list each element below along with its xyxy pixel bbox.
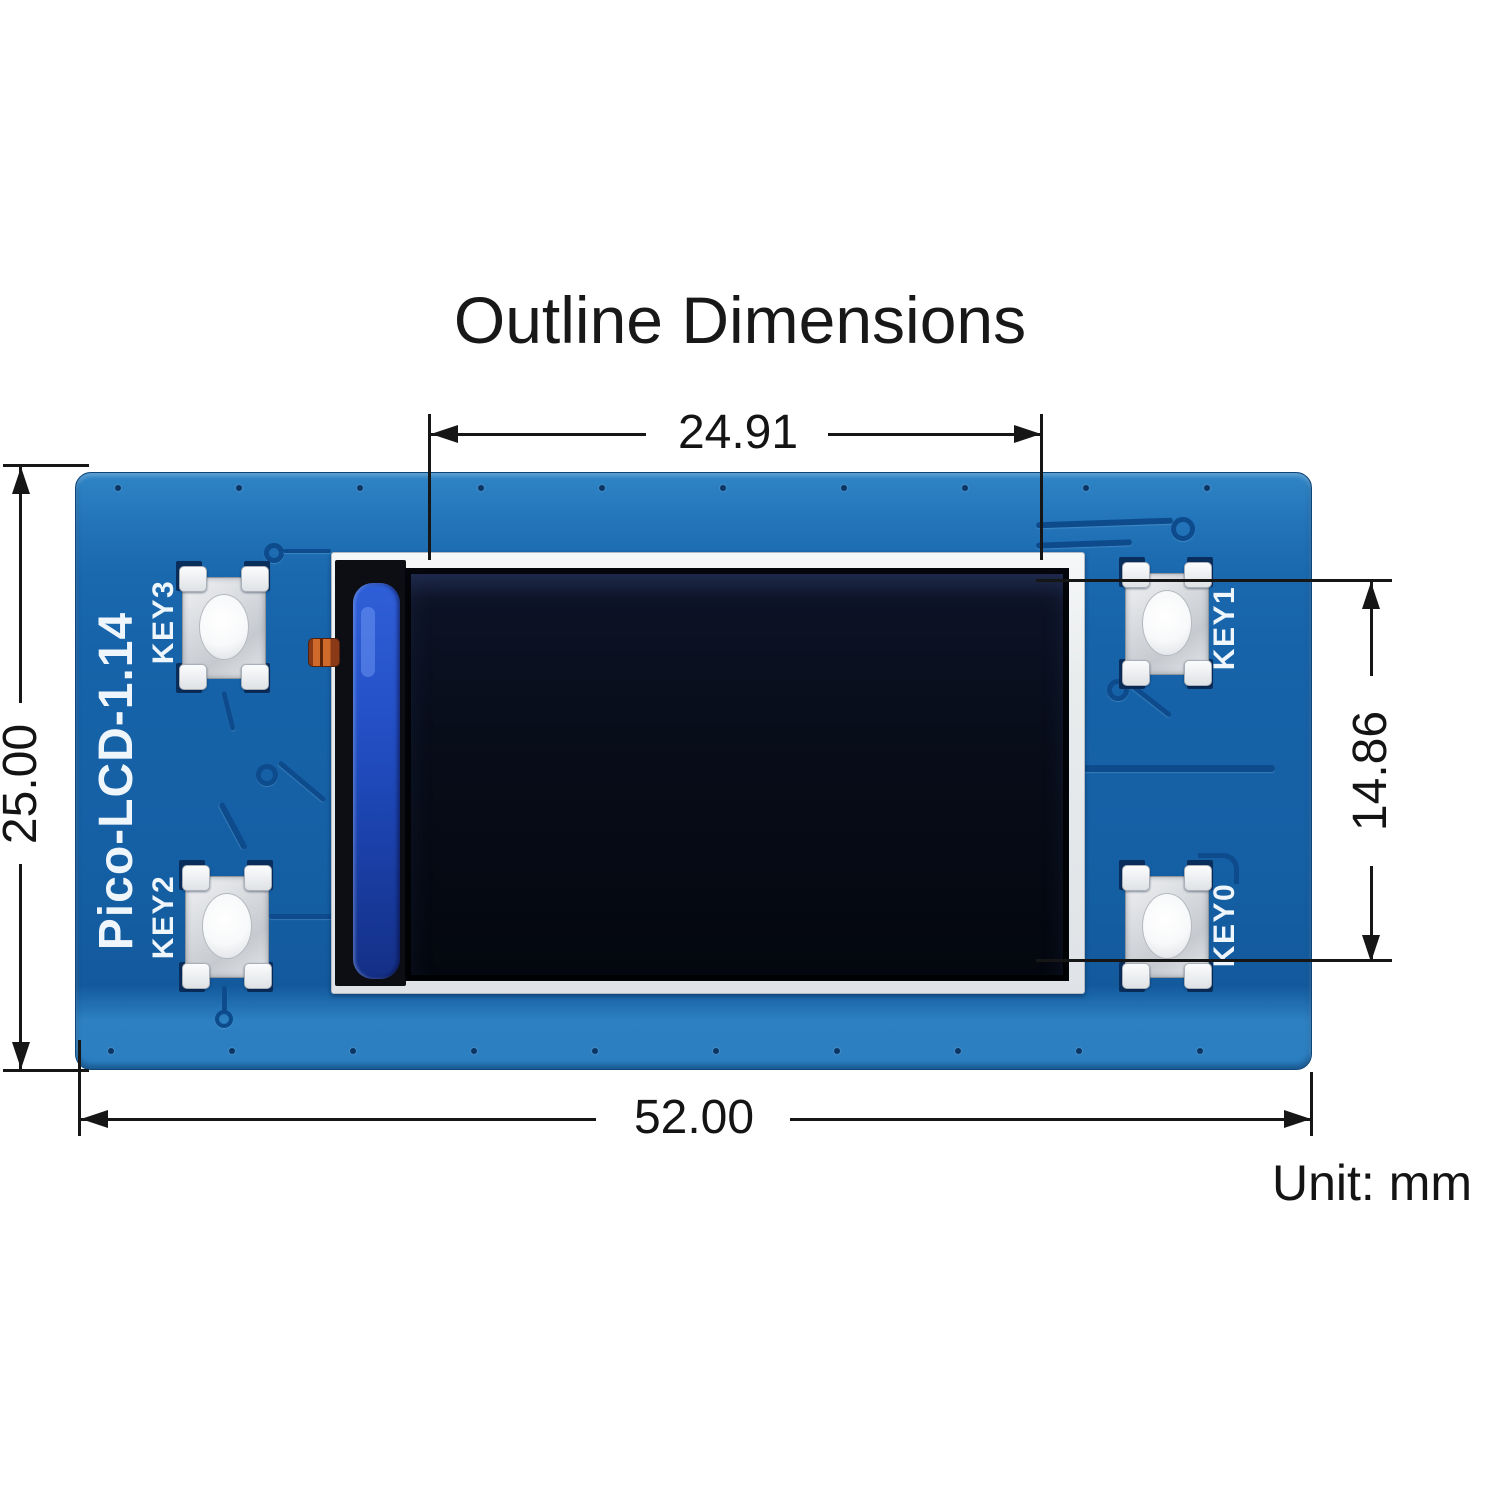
via-pad [264, 543, 284, 563]
arrowhead-left-icon [431, 425, 458, 443]
witness-line [1040, 414, 1043, 560]
unit-label: Unit: mm [1272, 1155, 1472, 1211]
switch-leg [1122, 660, 1150, 686]
extension-line [3, 464, 89, 467]
arrowhead-right-icon [1014, 425, 1041, 443]
switch-leg [1184, 963, 1212, 989]
switch-leg [179, 664, 207, 690]
copper-trace-hook [1198, 853, 1239, 884]
arrowhead-up-icon [1362, 582, 1380, 609]
tactile-button-key3 [175, 561, 271, 693]
copper-trace [218, 801, 248, 851]
switch-leg [244, 963, 272, 989]
key2-label: KEY2 [147, 874, 180, 960]
via-pad [1171, 517, 1195, 541]
dimension-line-bottom [790, 1118, 1311, 1121]
switch-leg [244, 865, 272, 891]
switch-leg [241, 566, 269, 592]
board-width-value: 52.00 [633, 1091, 755, 1144]
switch-leg [241, 664, 269, 690]
switch-leg [182, 865, 210, 891]
dimension-line-left [19, 467, 22, 703]
switch-cap [1142, 590, 1192, 656]
copper-trace [1035, 517, 1174, 529]
switch-leg [1122, 865, 1150, 891]
fpc-highlight [361, 607, 375, 677]
switch-leg [179, 566, 207, 592]
board-height-value: 25.00 [0, 723, 47, 845]
switch-leg [1184, 865, 1212, 891]
tactile-button-key2 [178, 860, 274, 992]
diagram-title: Outline Dimensions [453, 283, 1027, 357]
copper-trace [1035, 539, 1133, 549]
smd-component [308, 638, 340, 667]
tactile-button-key0 [1118, 860, 1214, 992]
switch-leg [1122, 562, 1150, 588]
copper-trace [221, 690, 236, 732]
extension-line [1036, 579, 1392, 582]
arrowhead-down-icon [1362, 935, 1380, 962]
switch-leg [1184, 562, 1212, 588]
pin-holes-top-row [111, 481, 1281, 495]
dimension-line-right [1370, 582, 1373, 676]
extension-line [1036, 959, 1392, 962]
dimension-line-right [1370, 866, 1373, 962]
copper-trace [269, 914, 333, 919]
copper-trace [277, 760, 327, 803]
pcb-board: Pico-LCD-1.14 [75, 472, 1312, 1070]
copper-trace [1053, 765, 1275, 772]
witness-line [78, 1040, 81, 1136]
via-pad [215, 1010, 233, 1028]
lcd-module [308, 552, 1085, 994]
via-pad [1107, 679, 1129, 701]
dimension-line-top [828, 433, 1041, 436]
switch-cap [202, 893, 252, 959]
extension-line [3, 1069, 89, 1072]
lcd-screen [405, 568, 1069, 981]
fpc-ribbon [353, 583, 400, 979]
arrowhead-down-icon [12, 1042, 30, 1069]
key0-label: KEY0 [1208, 882, 1241, 968]
key1-label: KEY1 [1208, 585, 1241, 671]
board-silkscreen-label: Pico-LCD-1.14 [90, 611, 143, 951]
switch-cap [1142, 893, 1192, 959]
dimension-line-left [19, 864, 22, 1069]
via-pad [256, 764, 278, 786]
pin-holes-bottom-row [104, 1044, 1279, 1058]
witness-line [1310, 1072, 1313, 1136]
arrowhead-up-icon [12, 467, 30, 494]
switch-cap [199, 594, 249, 660]
witness-line [428, 414, 431, 560]
copper-trace [222, 986, 227, 1012]
dimension-line-bottom [81, 1118, 596, 1121]
key3-label: KEY3 [147, 579, 180, 665]
display-width-value: 24.91 [677, 406, 799, 459]
dimension-line-top [431, 433, 646, 436]
switch-leg [1122, 963, 1150, 989]
switch-leg [1184, 660, 1212, 686]
switch-leg [182, 963, 210, 989]
arrowhead-left-icon [81, 1110, 108, 1128]
tactile-button-key1 [1118, 557, 1214, 689]
copper-trace [283, 549, 331, 553]
key-spacing-value: 14.86 [1344, 710, 1397, 832]
arrowhead-right-icon [1284, 1110, 1311, 1128]
